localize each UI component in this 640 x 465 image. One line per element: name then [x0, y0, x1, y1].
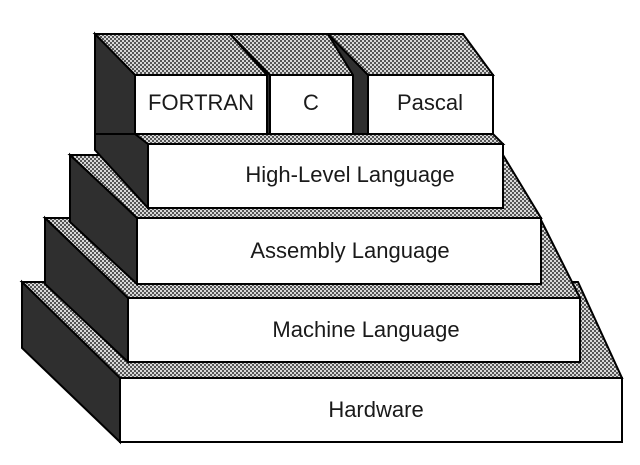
layer-high-level-front-face	[147, 143, 504, 209]
language-pascal-label: Pascal	[397, 90, 463, 115]
layer-machine-front-face	[127, 297, 581, 363]
language-box-pascal-front-face	[367, 74, 494, 135]
language-box-c: C	[227, 33, 355, 135]
layer-assembly-label: Assembly Language	[250, 238, 449, 263]
language-box-c-front-face	[269, 74, 354, 135]
layer-high-level-top-face	[132, 133, 506, 145]
language-fortran-label: FORTRAN	[148, 90, 254, 115]
layer-hardware-front-face	[119, 377, 623, 443]
language-box-fortran: FORTRAN	[92, 31, 270, 135]
layer-assembly-front-face	[136, 217, 542, 285]
language-box-pascal: Pascal	[325, 33, 495, 135]
language-c-label: C	[303, 90, 319, 115]
layer-machine-label: Machine Language	[272, 317, 459, 342]
layer-hardware-label: Hardware	[328, 397, 423, 422]
layer-high-level-language: High-Level Language	[132, 133, 506, 209]
layer-high-level-label: High-Level Language	[245, 162, 454, 187]
